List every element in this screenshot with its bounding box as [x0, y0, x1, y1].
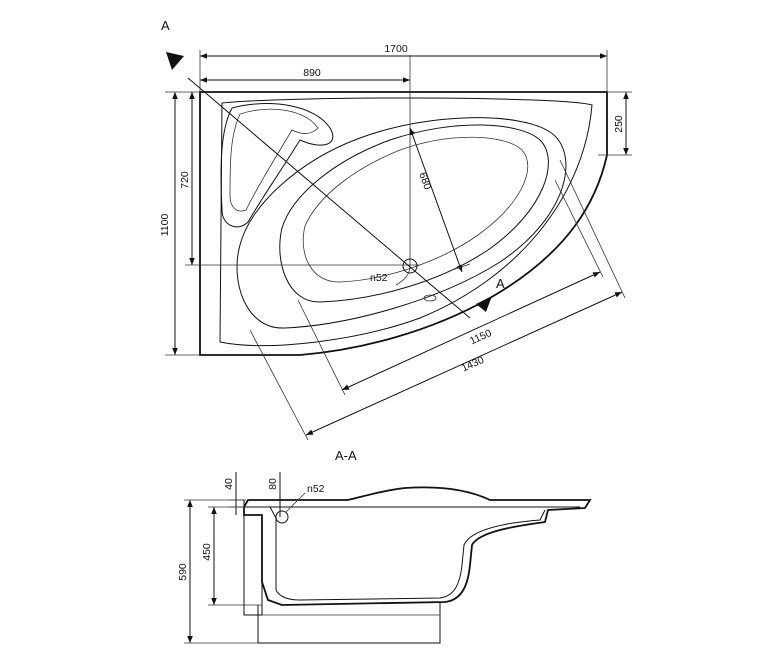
section-marker-top: A [161, 18, 170, 33]
section-title: A-A [335, 448, 357, 463]
dim-680-line [409, 127, 463, 273]
dim-40-label: 40 [223, 478, 235, 490]
section-shell-outer [243, 486, 592, 606]
seat-recess [220, 103, 334, 228]
dim-1430-ext-2 [559, 159, 626, 299]
dim-1700-label: 1700 [384, 43, 408, 55]
dim-890-label: 890 [303, 67, 321, 79]
section-shell-inner [269, 506, 546, 601]
dim-450-label: 450 [201, 543, 213, 561]
section-arrow-side [476, 296, 492, 312]
dim-680-label: 680 [416, 171, 433, 192]
dim-1150-ext-2 [554, 179, 604, 278]
basin-inner [279, 124, 549, 303]
seat-recess-inner [229, 108, 319, 212]
section-arrow-top [166, 52, 184, 70]
section-drain [275, 510, 289, 524]
section-drain-label: n52 [307, 483, 325, 495]
dim-590-label: 590 [177, 563, 189, 581]
dim-250-label: 250 [613, 115, 625, 133]
dim-1150-ext-1 [297, 299, 346, 396]
dim-720-label: 720 [179, 171, 191, 189]
dim-1430-label: 1430 [460, 354, 486, 375]
drain-label: n52 [370, 272, 388, 284]
dim-680-ext [451, 263, 471, 271]
section-apron [243, 514, 263, 616]
dim-1150-line [341, 271, 601, 391]
dim-1430-ext-1 [249, 329, 309, 441]
dim-80-label: 80 [267, 478, 279, 490]
basin-outer [236, 117, 567, 329]
section-marker-side: A [496, 276, 505, 291]
section-base [257, 602, 441, 644]
section-drain-leader [285, 492, 306, 513]
dim-1430-line [305, 291, 623, 436]
basin-floor [302, 136, 529, 283]
section-view: n52 40 80 450 590 [177, 472, 592, 644]
plan-view: 680 1700 890 1100 720 250 1150 1430 n52 [159, 18, 632, 441]
dim-1100-label: 1100 [159, 214, 171, 237]
